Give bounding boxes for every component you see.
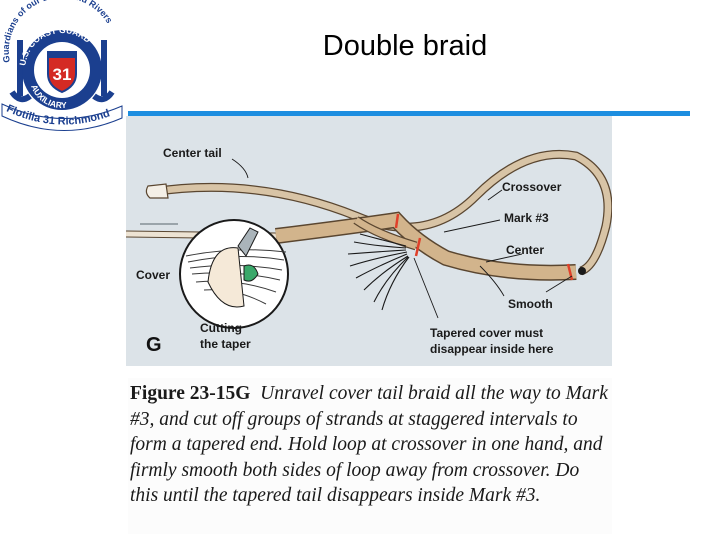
title-divider [128,111,690,116]
center-mark [566,263,574,281]
logo-emblem: Guardians of our Lakes and Rivers U.S. C… [1,0,123,131]
crossover-mark [394,213,400,229]
figure-caption: Figure 23-15G Unravel cover tail braid a… [128,378,612,534]
figure-illustration: Center tail Crossover Mark #3 Center Cov… [126,116,612,366]
loop-end-point [578,267,586,275]
caption-body: Unravel cover tail braid all the way to … [130,383,608,506]
label-mark3: Mark #3 [504,211,549,225]
center-tail-tip [145,183,169,199]
label-crossover: Crossover [502,180,562,194]
label-tapered-2: disappear inside here [430,342,554,356]
unraveled-strands [347,233,410,311]
label-center-tail: Center tail [163,146,222,160]
label-cutting: Cutting [200,321,242,335]
rope-splice-drawing [126,149,612,329]
panel-letter: G [146,334,162,356]
scissors-drawing [237,227,259,257]
hand-drawing [207,247,245,308]
mark3-mark [414,237,422,257]
label-tapered-1: Tapered cover must [430,326,544,340]
label-center: Center [506,243,545,257]
label-smooth: Smooth [508,297,553,311]
caption-figure-label: Figure 23-15G [130,383,251,404]
caption-paragraph: Figure 23-15G Unravel cover tail braid a… [128,378,612,509]
label-cover: Cover [136,268,171,282]
coast-guard-auxiliary-logo: Guardians of our Lakes and Rivers U.S. C… [0,0,124,132]
slide-title: Double braid [322,30,488,62]
logo-number: 31 [53,65,72,84]
label-the-taper: the taper [200,337,251,351]
